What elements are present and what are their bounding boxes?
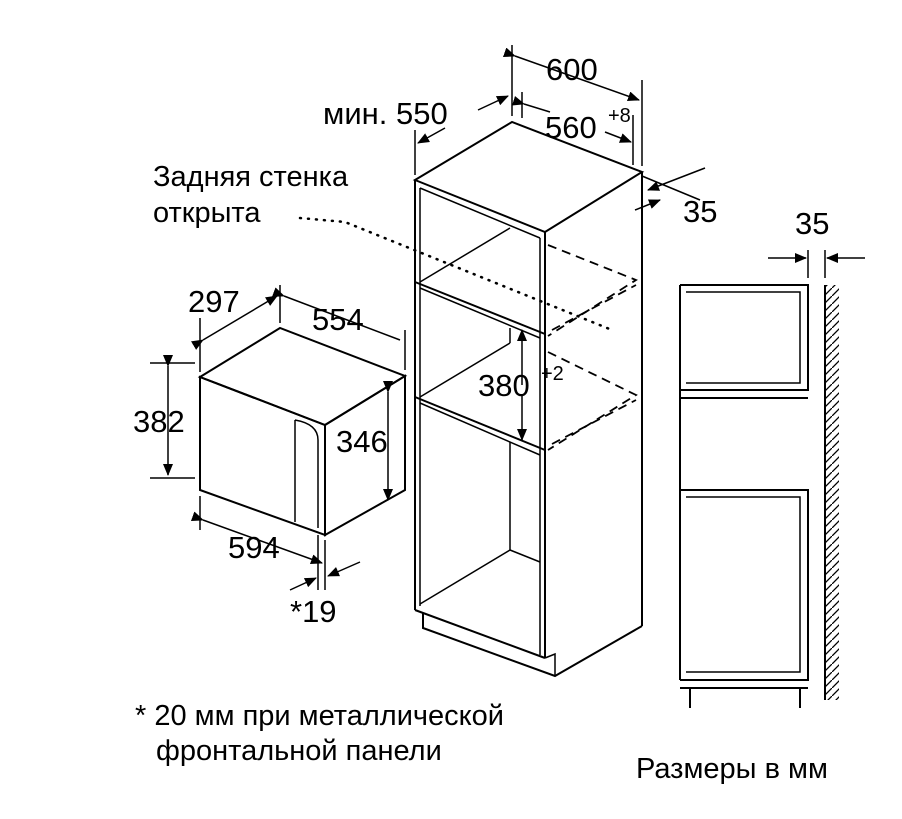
footnote-line2: фронтальной панели <box>156 735 442 767</box>
appliance-inner-height-label: 346 <box>336 424 388 459</box>
cabinet-side-gap-label: 35 <box>683 194 717 229</box>
units-note: Размеры в мм <box>636 753 828 785</box>
cabinet-inner-width-label: 560 <box>545 110 597 145</box>
appliance-depth-label: 297 <box>188 284 240 319</box>
cabinet-drawing <box>298 45 706 678</box>
side-view-drawing <box>679 250 865 708</box>
niche-height-tolerance: +2 <box>541 363 564 385</box>
niche-height-label: 380 <box>478 368 530 403</box>
appliance-front-width-label: 594 <box>228 530 280 565</box>
footnote-line1: * 20 мм при металлической <box>135 700 504 732</box>
wall-gap-label: 35 <box>795 206 829 241</box>
appliance-drawing <box>150 285 408 591</box>
appliance-front-thickness-label: *19 <box>290 594 337 629</box>
cabinet-width-label: 600 <box>546 52 598 87</box>
cabinet-min-depth-label: мин. 550 <box>323 96 448 131</box>
cabinet-inner-width-tolerance: +8 <box>608 105 631 127</box>
appliance-height-label: 382 <box>133 404 185 439</box>
rear-wall-note-line1: Задняя стенка <box>153 161 349 193</box>
rear-wall-note-line2: открыта <box>153 197 261 229</box>
appliance-width-top-label: 554 <box>312 302 364 337</box>
